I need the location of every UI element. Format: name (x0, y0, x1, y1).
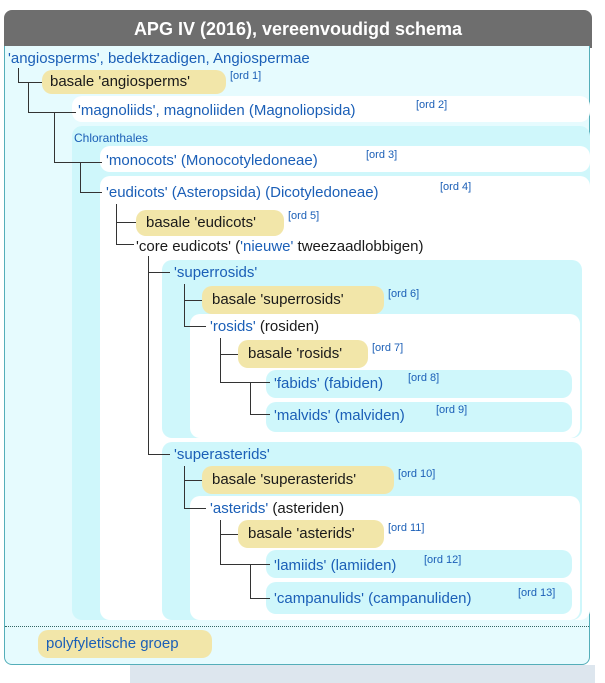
tree-line (184, 508, 206, 509)
tree-line (184, 284, 185, 326)
monocots-label[interactable]: 'monocots' (Monocotyledoneae) (106, 152, 318, 170)
ord-label[interactable]: [ord 2] (416, 99, 448, 111)
diagram-title: APG IV (2016), vereenvoudigd schema (4, 10, 592, 48)
asterids-link[interactable]: 'asterids' (210, 500, 269, 517)
magnoliids-rest[interactable]: , magnoliiden (Magnoliopsida) (155, 102, 356, 119)
scroll-shadow (130, 665, 595, 683)
polyphyletic-highlight (202, 286, 384, 314)
tree-line (28, 82, 29, 112)
ord-label[interactable]: [ord 3] (366, 149, 398, 161)
tree-line (250, 414, 270, 415)
ord-label[interactable]: [ord 1] (230, 70, 262, 82)
polyphyletic-highlight (238, 340, 368, 368)
rosids-label: 'rosids' (rosiden) (210, 318, 319, 336)
tree-line (54, 162, 102, 163)
tree-line (80, 192, 102, 193)
tree-line (220, 338, 221, 382)
asterids-label: 'asterids' (asteriden) (210, 500, 344, 518)
tree-line (184, 326, 206, 327)
rosids-rest: (rosiden) (255, 318, 320, 335)
tree-line (184, 466, 185, 508)
tree-line (220, 354, 240, 355)
legend-swatch (38, 630, 212, 658)
clade-box-magnoliids (72, 96, 590, 122)
basal-angiosperms-label: basale 'angiosperms' (50, 73, 190, 91)
chloranthales-label[interactable]: Chloranthales (74, 131, 149, 145)
tree-line (54, 112, 55, 162)
tree-line (220, 382, 270, 383)
polyphyletic-highlight (42, 70, 226, 94)
polyphyletic-highlight (202, 466, 394, 494)
ord-label[interactable]: [ord 5] (288, 210, 320, 222)
tree-line (148, 256, 149, 454)
basal-eudicots-label: basale 'eudicots' (146, 214, 256, 231)
ord-label[interactable]: [ord 4] (440, 181, 472, 193)
malvids-label[interactable]: 'malvids' (malviden) (274, 407, 405, 424)
tree-line (184, 480, 206, 481)
ord-label[interactable]: [ord 10] (398, 468, 436, 480)
clade-box-monocots (100, 146, 590, 172)
ord-label[interactable]: [ord 8] (408, 372, 440, 384)
clade-box-lamiids (266, 550, 572, 578)
basal-superasterids-label: basale 'superasterids' (212, 471, 357, 488)
legend-polyphyletic-label[interactable]: polyfyletische groep (46, 635, 179, 652)
tree-line (148, 272, 170, 273)
superrosids-label[interactable]: 'superrosids' (174, 264, 258, 281)
ord-label[interactable]: [ord 12] (424, 554, 462, 566)
tree-line (28, 112, 76, 113)
fabids-label[interactable]: 'fabids' (fabiden) (274, 375, 384, 392)
basal-asterids-label: basale 'asterids' (248, 525, 355, 542)
core-eudicots-label: 'core eudicots' ('nieuwe' tweezaadlobbig… (136, 238, 423, 256)
campanulids-label[interactable]: 'campanulids' (campanuliden) (274, 590, 472, 607)
core-eudicots-open: 'core eudicots' ( (136, 238, 241, 255)
basal-rosids-label: basale 'rosids' (248, 345, 343, 362)
legend-divider (5, 626, 589, 627)
lamiids-label[interactable]: 'lamiids' (lamiiden) (274, 557, 397, 574)
monocots-rest[interactable]: (Monocotyledoneae) (176, 152, 318, 169)
eudicots-label[interactable]: 'eudicots' (Asteropsida) (Dicotyledoneae… (106, 184, 379, 201)
basal-prefix: basale (50, 73, 99, 90)
tree-line (220, 534, 240, 535)
rosids-link[interactable]: 'rosids' (210, 318, 256, 335)
tree-line (80, 162, 81, 192)
monocots-link[interactable]: 'monocots' (106, 152, 177, 169)
ord-label[interactable]: [ord 6] (388, 288, 420, 300)
clade-box-fabids (266, 370, 572, 398)
tree-line (250, 598, 270, 599)
ord-label[interactable]: [ord 11] (388, 522, 425, 534)
tree-line (148, 454, 170, 455)
root-label[interactable]: 'angiosperms', bedektzadigen, Angiosperm… (8, 50, 310, 67)
magnoliids-label[interactable]: 'magnoliids', magnoliiden (Magnoliopsida… (78, 102, 356, 120)
tree-line (250, 382, 251, 414)
tree-line (18, 68, 19, 82)
superasterids-label[interactable]: 'superasterids' (174, 446, 270, 463)
clade-box-malvids (266, 402, 572, 432)
tree-line (184, 300, 206, 301)
tree-line (220, 520, 221, 564)
tree-line (116, 222, 138, 223)
basal-superrosids-label: basale 'superrosids' (212, 291, 344, 308)
polyphyletic-highlight (136, 210, 284, 236)
ord-label[interactable]: [ord 9] (436, 404, 468, 416)
tree-line (116, 204, 117, 244)
asterids-rest: (asteriden) (268, 500, 345, 517)
tree-line (250, 564, 251, 598)
core-eudicots-close: tweezaadlobbigen) (293, 238, 424, 255)
tree-line (116, 244, 134, 245)
tree-line (220, 564, 270, 565)
angiosperms-link[interactable]: 'angiosperms' (98, 73, 190, 90)
tree-line (18, 82, 44, 83)
polyphyletic-highlight (238, 520, 384, 548)
clade-box-campanulids (266, 582, 572, 614)
ord-label[interactable]: [ord 13] (518, 587, 556, 599)
ord-label[interactable]: [ord 7] (372, 342, 404, 354)
magnoliids-link[interactable]: 'magnoliids' (78, 102, 156, 119)
nieuwe-link[interactable]: 'nieuwe' (240, 238, 294, 255)
